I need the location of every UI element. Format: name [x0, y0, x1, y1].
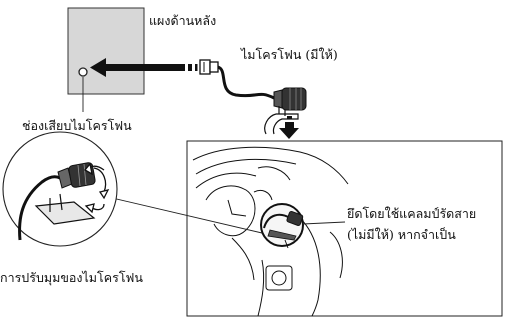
- dashboard-illustration: [192, 146, 349, 317]
- adjust-angle-label: การปรับมุมของไมโครโฟน: [0, 270, 143, 285]
- mic-jack: [78, 67, 88, 77]
- mounted-microphone: [263, 210, 304, 249]
- dashboard-frame: [186, 140, 503, 317]
- secure-clamp-label-line1: ยึดโดยใช้แคลมป์รัดสาย: [347, 206, 477, 221]
- microphone-label: ไมโครโฟน (มีให้): [241, 47, 338, 62]
- microphone-with-cable: [199, 59, 307, 135]
- rear-panel: [67, 7, 145, 95]
- rotation-arrows-icon: [84, 162, 110, 214]
- inset-microphone-illustration: [18, 162, 96, 241]
- down-arrow: [279, 116, 299, 139]
- rear-panel-label: แผงด้านหลัง: [149, 13, 217, 28]
- insert-arrow: [90, 58, 198, 77]
- mic-jack-label: ช่องเสียบไมโครโฟน: [22, 118, 132, 133]
- secure-clamp-label-line2: (ไม่มีให้) หากจำเป็น: [347, 227, 456, 242]
- clamp-leader-line: [302, 221, 346, 225]
